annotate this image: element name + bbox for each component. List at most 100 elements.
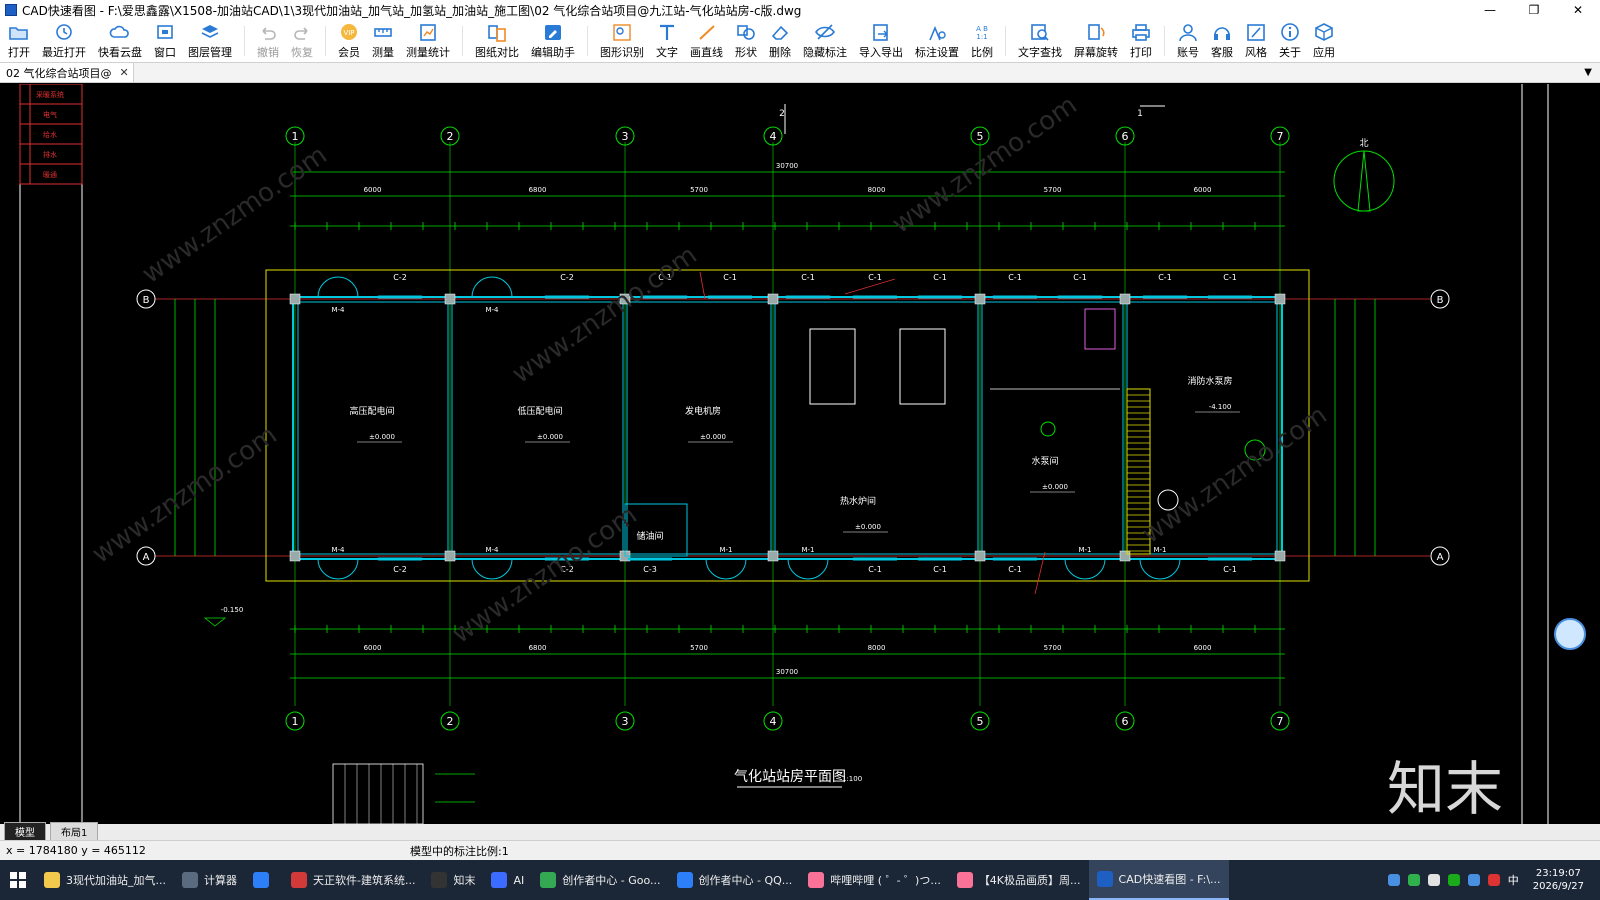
structural-column	[974, 293, 986, 305]
layout-tab-model[interactable]: 模型	[4, 822, 46, 840]
room-name: 热水炉间	[840, 495, 876, 507]
toolbar-window-button[interactable]: 窗口	[148, 20, 182, 62]
edit-assistant-icon	[542, 22, 564, 42]
structural-column	[1119, 293, 1131, 305]
axis-number-top: 6	[1122, 130, 1129, 143]
toolbar-label: 文字查找	[1018, 46, 1062, 59]
minimize-button[interactable]: —	[1484, 3, 1496, 17]
toolbar-folder-open-button[interactable]: 打开	[2, 20, 36, 62]
axis-letter-right: A	[1437, 552, 1444, 563]
sump-pit	[1157, 489, 1179, 511]
axis-bubble-top	[285, 126, 305, 146]
layout-tab-layout1[interactable]: 布局1	[50, 822, 99, 840]
toolbar-shape-button[interactable]: 形状	[729, 20, 763, 62]
toolbar-apps-button[interactable]: 应用	[1307, 20, 1341, 62]
maximize-button[interactable]: ❐	[1528, 3, 1540, 17]
taskbar-app-9[interactable]: 【4K极品画质】周...	[949, 860, 1089, 900]
axis-bubble-right	[1430, 289, 1450, 309]
measure-stats-icon	[417, 22, 439, 42]
taskbar-app-10[interactable]: CAD快速看图 - F:\...	[1088, 860, 1229, 900]
tray-app-icon[interactable]	[1407, 874, 1420, 886]
axis-bubble-right	[1430, 546, 1450, 566]
window-tag-top: C-1	[933, 273, 947, 282]
window-tag-bottom: C-1	[1008, 565, 1022, 574]
windows-start-icon[interactable]	[0, 860, 36, 900]
taskbar-app-0[interactable]: 3现代加油站_加气...	[36, 860, 174, 900]
toolbar-shape-recognition-button[interactable]: 图形识别	[594, 20, 650, 62]
room-level: ±0.000	[369, 433, 395, 441]
taskbar-app-6[interactable]: 创作者中心 - Goo...	[532, 860, 668, 900]
taskbar-app-2[interactable]	[245, 860, 283, 900]
axis-number-bottom: 4	[770, 715, 777, 728]
toolbar-measure-stats-button[interactable]: 测量统计	[400, 20, 456, 62]
toolbar-headset-button[interactable]: 客服	[1205, 20, 1239, 62]
toolbar-cloud-button[interactable]: 快看云盘	[92, 20, 148, 62]
taskbar-app-3[interactable]: 天正软件-建筑系统...	[283, 860, 423, 900]
room-name: 高压配电间	[349, 405, 394, 417]
taskbar-app-7[interactable]: 创作者中心 - QQ...	[669, 860, 801, 900]
clock-time: 23:19:07	[1535, 868, 1581, 879]
toolbar-label: 撤销	[257, 46, 279, 59]
ime-indicator[interactable]: 中	[1507, 874, 1519, 887]
hide-annotation-icon	[814, 22, 836, 42]
toolbar-label: 快看云盘	[98, 46, 142, 59]
cloud-icon	[109, 22, 131, 42]
toolbar-style-button[interactable]: 风格	[1239, 20, 1273, 62]
axis-bubble-bottom	[615, 711, 635, 731]
floating-assistant-button	[1554, 618, 1586, 650]
toolbar-separator	[1005, 26, 1006, 56]
toolbar-separator	[462, 26, 463, 56]
axis-number-top: 7	[1277, 130, 1284, 143]
close-tab-icon[interactable]: ✕	[119, 66, 129, 79]
line-icon	[696, 22, 718, 42]
taskbar-app-5[interactable]: AI	[483, 860, 532, 900]
taskbar-app-4[interactable]: 知末	[423, 860, 483, 900]
toolbar-rotate-screen-button[interactable]: 屏幕旋转	[1068, 20, 1124, 62]
toolbar-text-button[interactable]: 文字	[650, 20, 684, 62]
toolbar-edit-assistant-button[interactable]: 编辑助手	[525, 20, 581, 62]
tab-dropdown-icon[interactable]: ▼	[1584, 67, 1592, 78]
tray-app-icon[interactable]	[1427, 874, 1440, 886]
toolbar-info-button[interactable]: 关于	[1273, 20, 1307, 62]
toolbar-history-button[interactable]: 最近打开	[36, 20, 92, 62]
tray-app-icon[interactable]	[1487, 874, 1500, 886]
toolbar-label: 文字	[656, 46, 678, 59]
toolbar-label: 风格	[1245, 46, 1267, 59]
toolbar-line-button[interactable]: 画直线	[684, 20, 729, 62]
door-swing	[471, 558, 513, 580]
toolbar-measure-button[interactable]: 测量	[366, 20, 400, 62]
tray-app-icon[interactable]	[1387, 874, 1400, 886]
shape-icon	[735, 22, 757, 42]
toolbar-compare-button[interactable]: 图纸对比	[469, 20, 525, 62]
toolbar-account-button[interactable]: 账号	[1171, 20, 1205, 62]
toolbar-print-button[interactable]: 打印	[1124, 20, 1158, 62]
tray-app-icon[interactable]	[1467, 874, 1480, 886]
door-tag-top: M-4	[485, 306, 499, 314]
taskbar-app-8[interactable]: 哔哩哔哩 ( ゜- ゜)つ...	[800, 860, 949, 900]
toolbar-text-search-button[interactable]: 文字查找	[1012, 20, 1068, 62]
document-tab[interactable]: 02 气化综合站项目@ ✕	[0, 63, 134, 82]
door-swing	[1064, 558, 1106, 580]
close-button[interactable]: ✕	[1572, 3, 1584, 17]
taskbar-app-1[interactable]: 计算器	[174, 860, 245, 900]
window-tag-top: C-1	[1223, 273, 1237, 282]
axis-bubble-bottom	[970, 711, 990, 731]
axis-number-top: 5	[977, 130, 984, 143]
toolbar-layers-button[interactable]: 图层管理	[182, 20, 238, 62]
structural-column	[1274, 293, 1286, 305]
toolbar-hide-annotation-button[interactable]: 隐藏标注	[797, 20, 853, 62]
toolbar-eraser-button[interactable]: 删除	[763, 20, 797, 62]
toolbar-label: 导入导出	[859, 46, 903, 59]
toolbar-annotation-settings-button[interactable]: 标注设置	[909, 20, 965, 62]
toolbar-import-export-button[interactable]: 导入导出	[853, 20, 909, 62]
annotation-scale-text: 模型中的标注比例:1	[410, 844, 509, 858]
tray-app-icon[interactable]	[1447, 874, 1460, 886]
axis-number-bottom: 3	[622, 715, 629, 728]
room-level: -4.100	[1209, 403, 1232, 411]
room-name: 水泵间	[1031, 455, 1058, 467]
